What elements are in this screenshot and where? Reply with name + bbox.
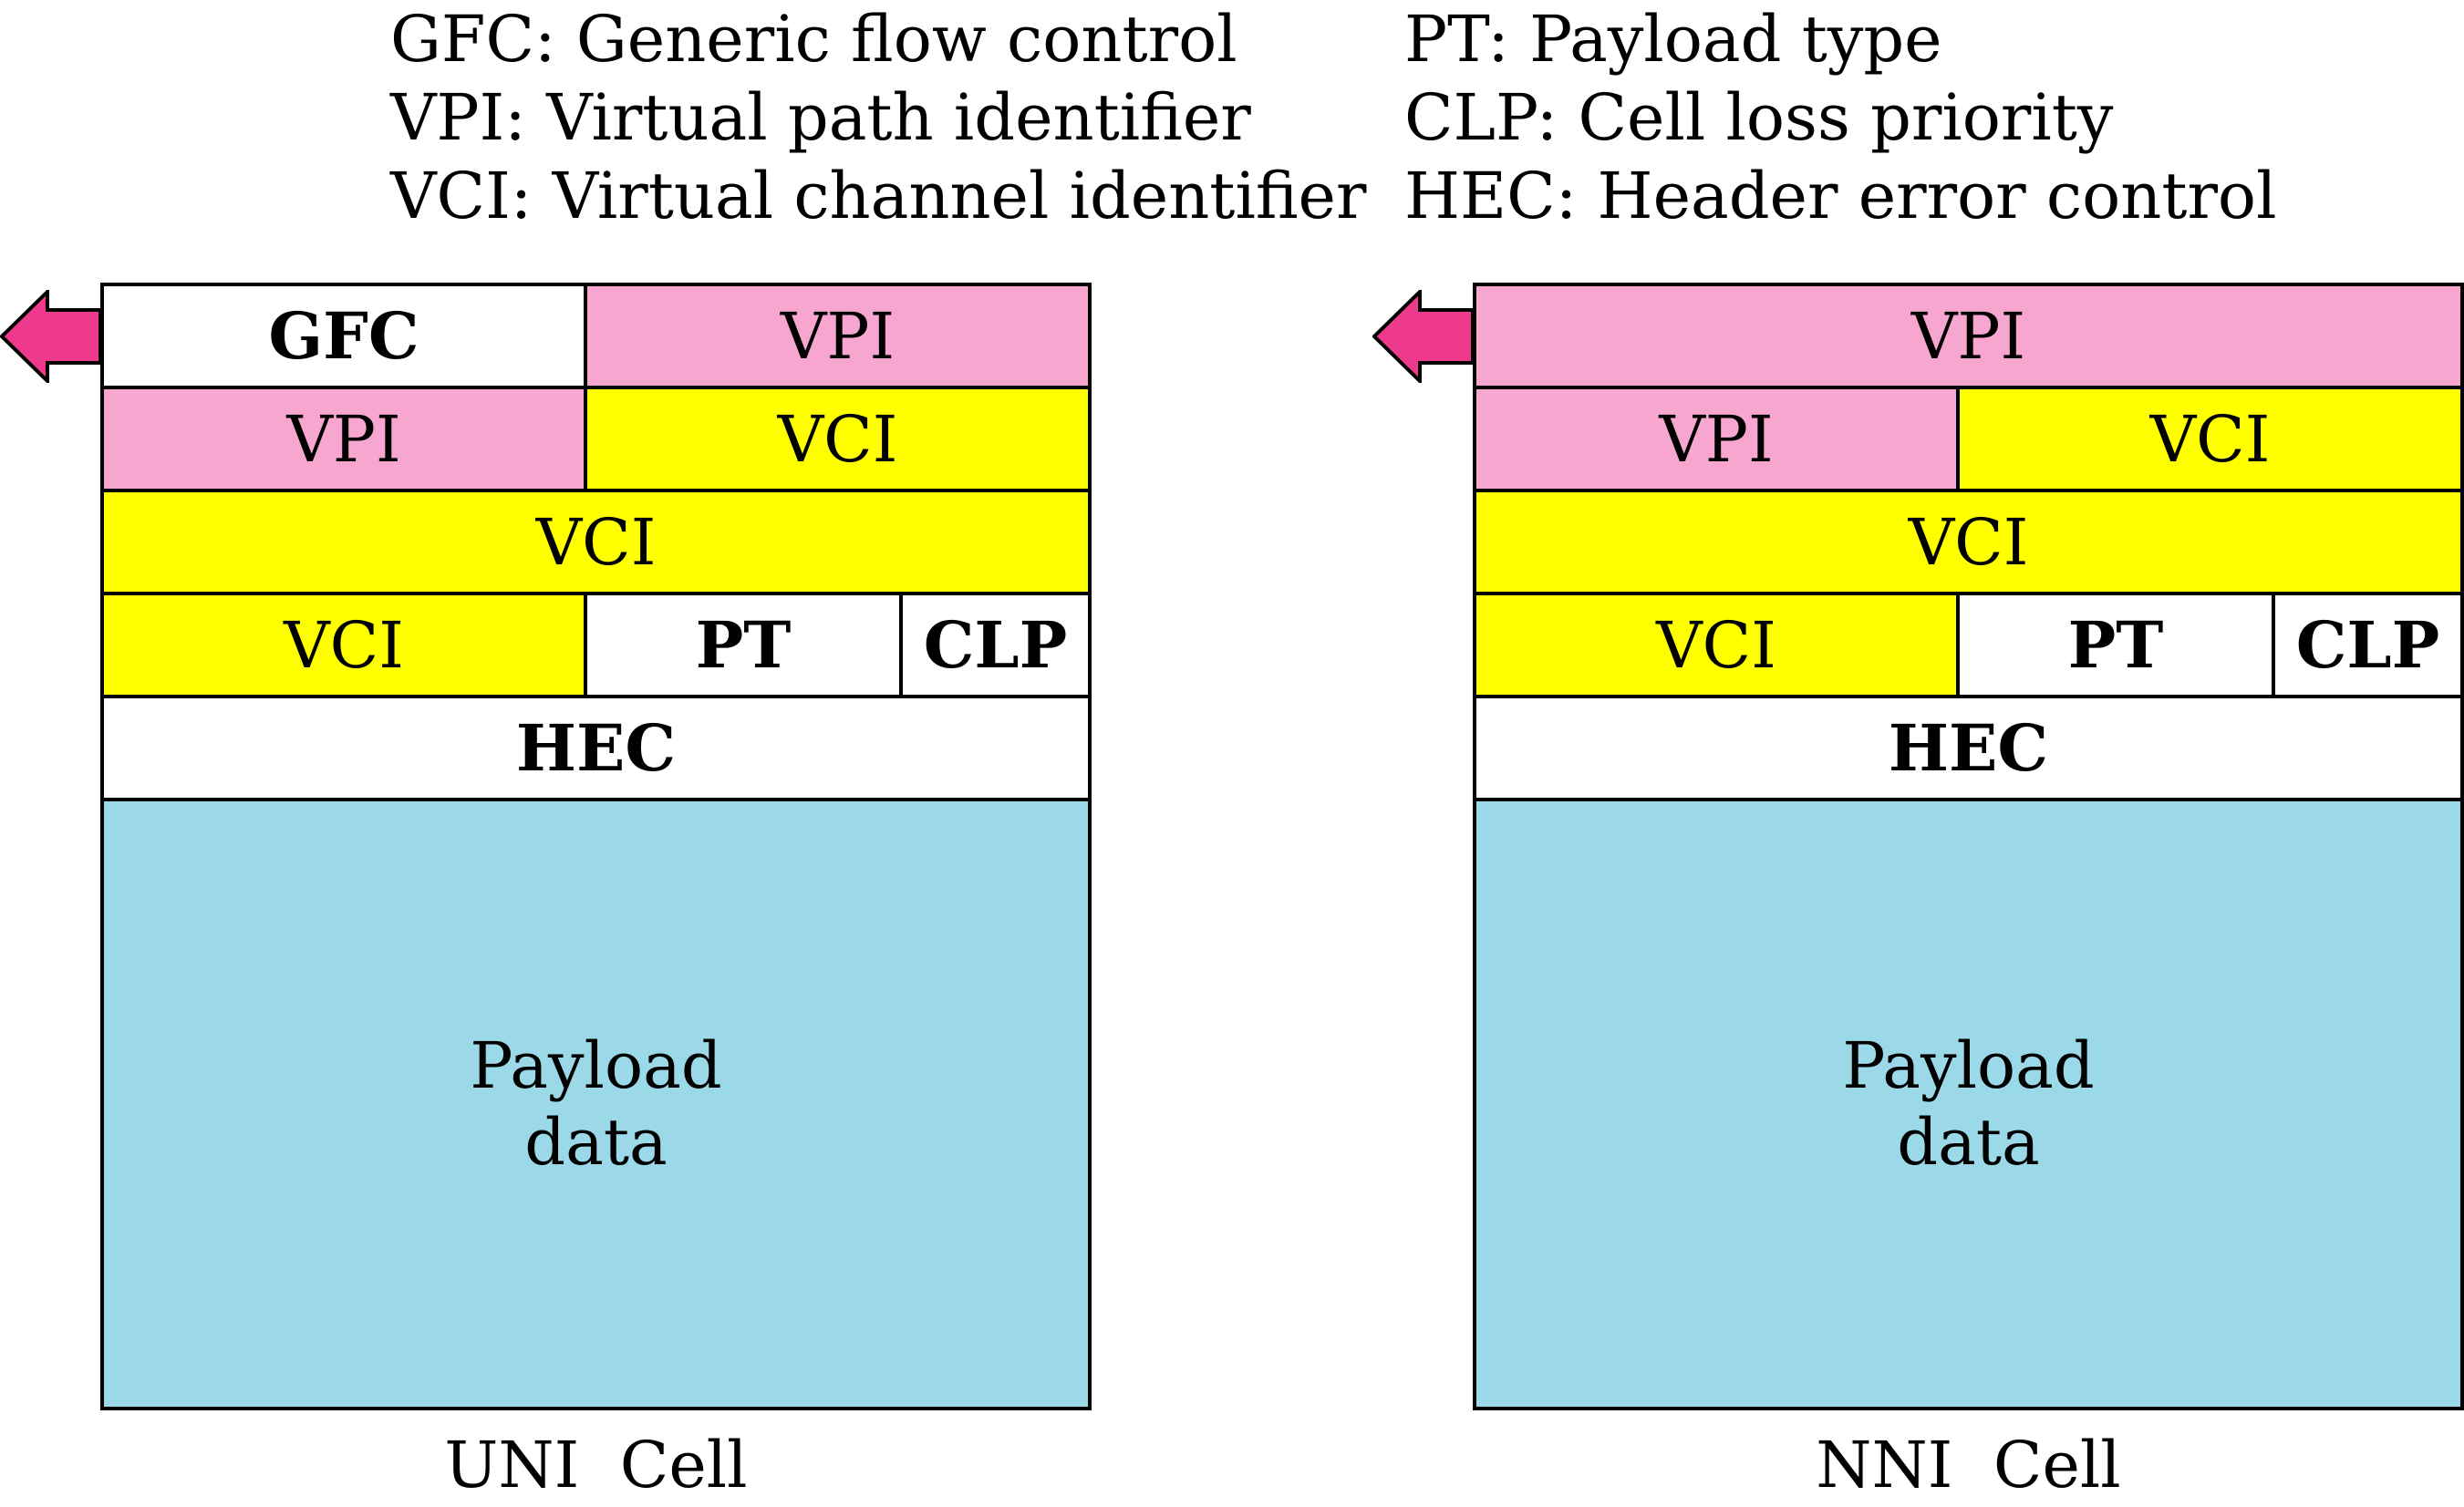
uni-cell-caption: UNI Cell [444,1428,748,1502]
nni-vpi-field: VPI [1476,286,2460,386]
uni-row-4: VCI PT CLP [100,592,1092,695]
legend-gfc: GFC: Generic flow control [390,2,1237,77]
uni-row-5: HEC [100,695,1092,798]
nni-row-2: VPI VCI [1473,386,2464,489]
uni-vpi-field: VPI [584,286,1088,386]
uni-gfc-field: GFC [104,286,584,386]
uni-row-3: VCI [100,489,1092,592]
uni-payload-label-line1: Payload [470,1028,722,1103]
legend-hec: HEC: Header error control [1404,159,2277,233]
uni-payload-field: Payload data [100,798,1092,1410]
legend-pt: PT: Payload type [1404,2,1942,77]
nni-vci-field: VCI [1476,595,1956,695]
nni-payload-label-line2: data [1897,1105,2040,1180]
nni-payload-label-line1: Payload [1842,1028,2095,1103]
legend-vci: VCI: Virtual channel identifier [390,159,1367,233]
nni-vci-field: VCI [1956,389,2460,489]
nni-row-5: HEC [1473,695,2464,798]
nni-clp-field: CLP [2272,595,2460,695]
nni-hec-field: HEC [1476,698,2460,798]
uni-row-1: GFC VPI [100,283,1092,386]
nni-payload-field: Payload data [1473,798,2464,1410]
nni-row-3: VCI [1473,489,2464,592]
uni-clp-field: CLP [899,595,1088,695]
uni-vci-field: VCI [104,492,1088,592]
nni-cell-caption: NNI Cell [1816,1428,2121,1502]
nni-pt-field: PT [1956,595,2272,695]
uni-vpi-field: VPI [104,389,584,489]
legend-left: GFC: Generic flow control VPI: Virtual p… [390,0,1366,235]
uni-left-arrow-icon [0,290,102,383]
nni-vci-field: VCI [1476,492,2460,592]
legend-right: PT: Payload type CLP: Cell loss priority… [1404,0,2276,235]
nni-row-1: VPI [1473,283,2464,386]
uni-cell-diagram: GFC VPI VPI VCI VCI VCI PT CLP HEC Paylo… [100,283,1092,1410]
nni-cell-diagram: VPI VPI VCI VCI VCI PT CLP HEC Payload d… [1473,283,2464,1410]
nni-vpi-field: VPI [1476,389,1956,489]
uni-pt-field: PT [584,595,899,695]
uni-payload-label-line2: data [524,1105,668,1180]
legend-vpi: VPI: Virtual path identifier [390,80,1251,155]
uni-row-2: VPI VCI [100,386,1092,489]
nni-left-arrow-icon [1372,290,1475,383]
uni-vci-field: VCI [104,595,584,695]
legend-clp: CLP: Cell loss priority [1404,80,2114,155]
uni-vci-field: VCI [584,389,1088,489]
nni-row-4: VCI PT CLP [1473,592,2464,695]
uni-hec-field: HEC [104,698,1088,798]
